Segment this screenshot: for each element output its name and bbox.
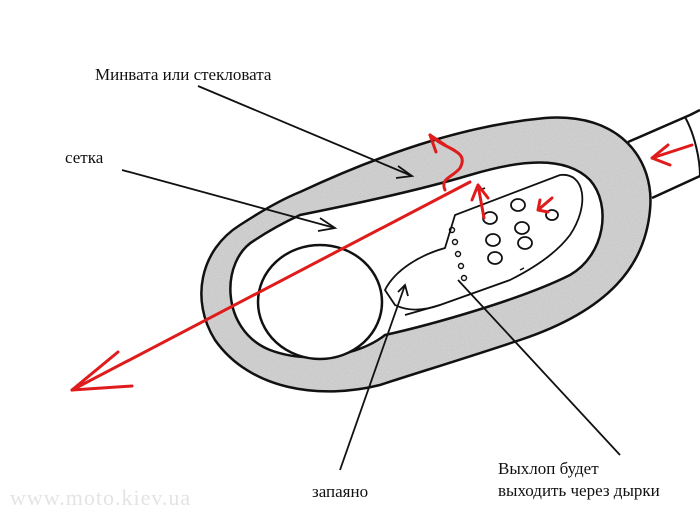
exhaust-label-line-1: Выхлоп будет (498, 459, 599, 478)
pointer-lines (121, 85, 621, 471)
flow-arrows (70, 133, 694, 392)
exhaust-label-line-2: выходить через дырки (498, 481, 660, 500)
outer-shell (200, 116, 652, 393)
mesh-label: сетка (65, 148, 104, 167)
soldered-label: запаяно (312, 482, 369, 501)
inlet-flow-arrow (650, 143, 694, 167)
perforation-holes (448, 226, 468, 282)
exhaust-label: Выхлоп будет выходить через дырки (498, 458, 660, 502)
inlet-pipe (627, 108, 700, 200)
pointer-arrowheads (317, 165, 415, 297)
watermark: www.moto.kiev.ua (10, 485, 192, 510)
mineral-wool-label: Минвата или стекловата (95, 65, 272, 84)
perforation-holes-large (482, 198, 559, 265)
main-flow-arrow (70, 180, 472, 392)
side-arrow (536, 196, 554, 214)
outlet-opening (256, 243, 384, 361)
up-arrow-1 (470, 183, 490, 220)
